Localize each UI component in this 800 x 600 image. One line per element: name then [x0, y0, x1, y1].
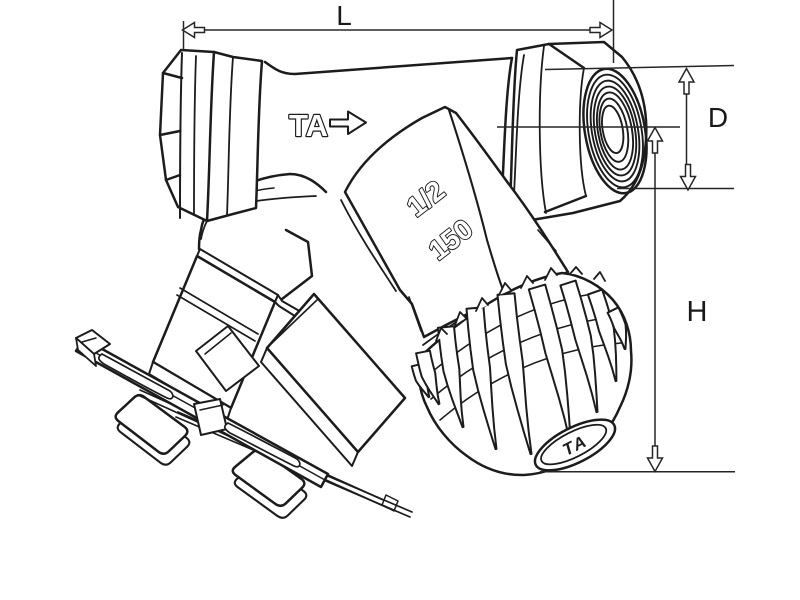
svg-text:D: D	[708, 102, 728, 133]
svg-text:H: H	[687, 296, 708, 328]
svg-text:L: L	[336, 0, 352, 31]
svg-text:TA: TA	[289, 108, 328, 143]
